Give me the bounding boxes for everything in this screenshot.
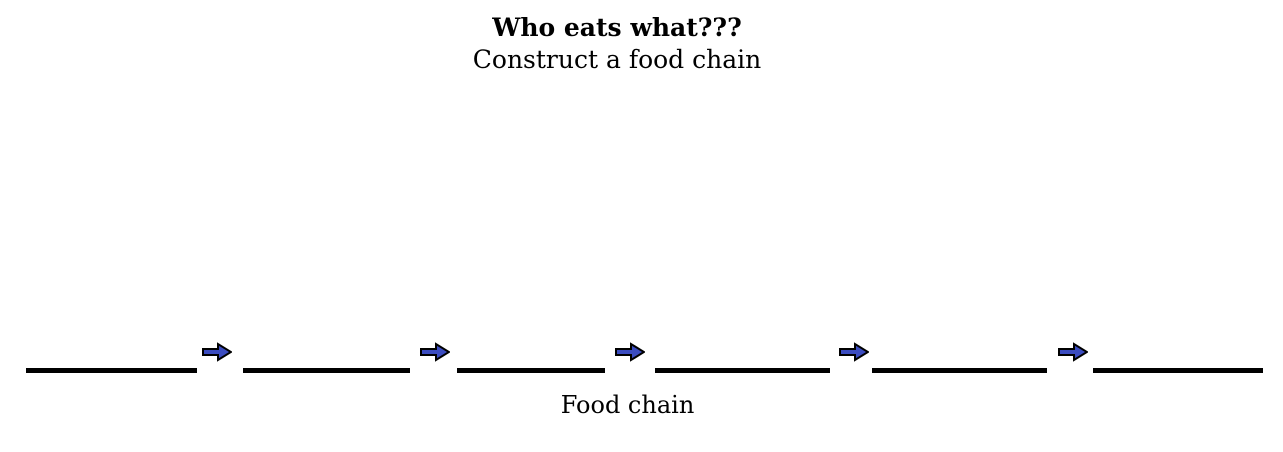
- page-header: Who eats what??? Construct a food chain: [0, 12, 1234, 76]
- arrow-icon-5: [1058, 342, 1088, 362]
- blank-line-3[interactable]: [457, 368, 605, 373]
- arrow-icon-3: [615, 342, 645, 362]
- arrow-icon-4: [839, 342, 869, 362]
- arrow-icon-2: [420, 342, 450, 362]
- page-subtitle: Construct a food chain: [472, 45, 762, 74]
- page-title: Who eats what???: [492, 13, 742, 42]
- blank-line-5[interactable]: [872, 368, 1047, 373]
- food-chain-caption: Food chain: [560, 391, 695, 419]
- blank-line-4[interactable]: [655, 368, 830, 373]
- blank-line-2[interactable]: [243, 368, 410, 373]
- blank-line-6[interactable]: [1093, 368, 1263, 373]
- arrow-icon-1: [202, 342, 232, 362]
- blank-line-1[interactable]: [26, 368, 197, 373]
